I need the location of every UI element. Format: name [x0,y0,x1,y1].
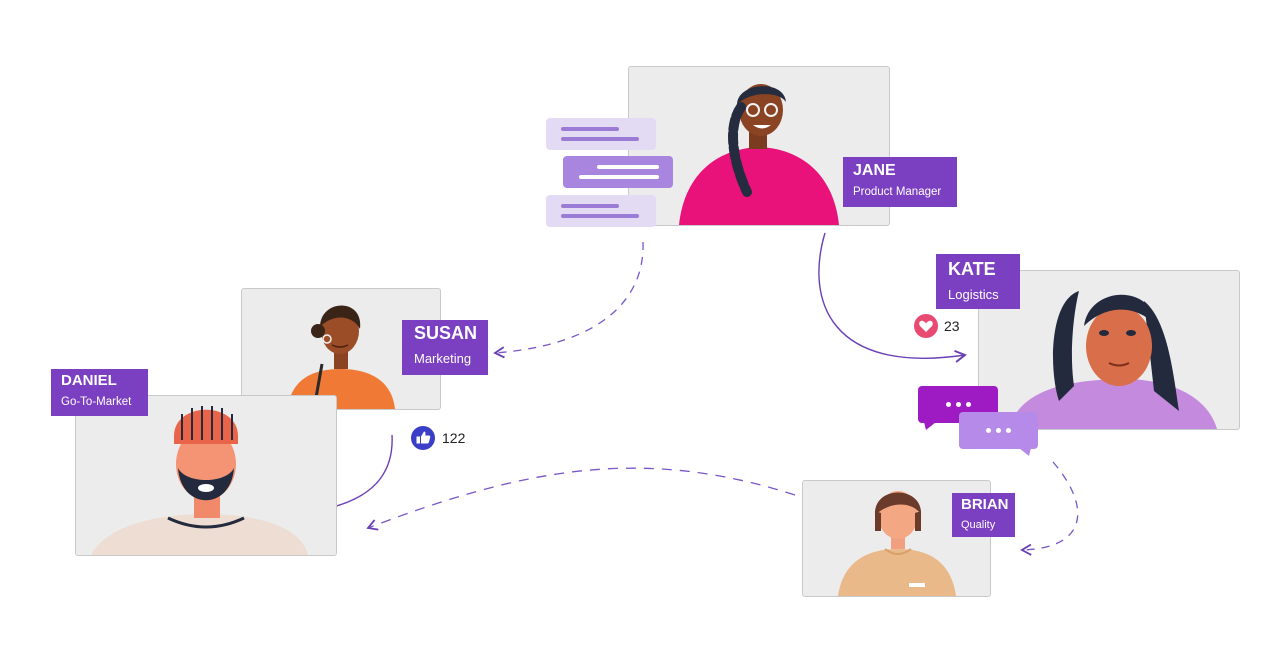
video-tile-kate[interactable] [978,270,1240,430]
chat-message-3 [546,195,656,227]
avatar-kate [1009,291,1217,429]
chat-message-2 [563,156,673,188]
connector-jane-susan [493,241,644,359]
avatar-brian [838,491,956,596]
name-tag-daniel: DANIEL Go-To-Market [51,369,148,416]
brian-name: BRIAN [961,496,1009,513]
jane-name: JANE [853,162,896,179]
heart-count: 23 [944,318,960,334]
connector-brian-daniel [366,467,796,531]
kate-name: KATE [948,259,996,279]
like-count: 122 [442,430,466,446]
name-tag-brian: BRIAN Quality [952,493,1015,537]
connector-kate-brian [1020,461,1079,556]
connector-jane-kate [818,232,967,363]
susan-name: SUSAN [414,323,478,343]
video-tile-jane[interactable] [628,66,890,226]
chat-message-1 [546,118,656,150]
heart-icon[interactable] [913,313,939,339]
jane-role: Product Manager [853,186,942,198]
name-tag-susan: SUSAN Marketing [402,320,488,375]
susan-role: Marketing [414,351,472,366]
daniel-name: DANIEL [61,372,117,389]
typing-bubble-light [959,412,1038,456]
kate-role: Logistics [948,287,999,302]
video-tile-daniel[interactable] [75,395,337,556]
daniel-role: Go-To-Market [61,396,132,408]
name-tag-jane: JANE Product Manager [843,157,957,207]
avatar-daniel [91,406,308,555]
thumbs-up-icon[interactable] [410,425,436,451]
name-tag-kate: KATE Logistics [936,254,1020,309]
avatar-jane [679,84,839,225]
brian-role: Quality [961,519,996,531]
